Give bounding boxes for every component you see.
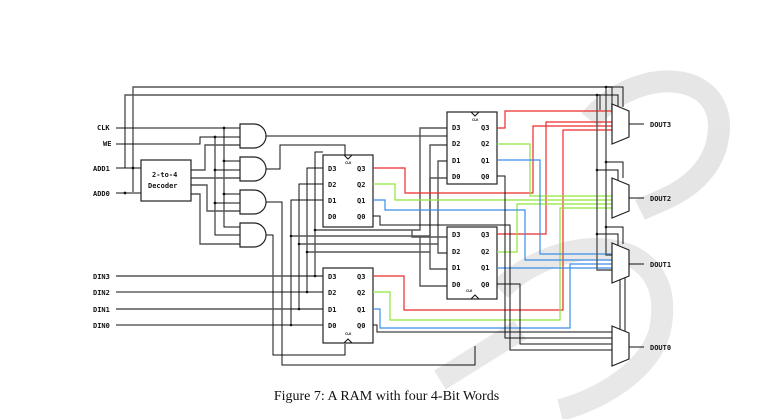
and-gates: [239, 112, 476, 366]
svg-text:D2: D2: [328, 181, 336, 189]
svg-text:D3: D3: [328, 165, 336, 173]
and-gate-2: [239, 156, 267, 182]
bit2-wires: [373, 143, 612, 321]
svg-text:D1: D1: [452, 157, 460, 165]
mux-3: [611, 103, 644, 145]
figure-caption: Figure 7: A RAM with four 4-Bit Words: [273, 389, 500, 404]
control-wires: [116, 126, 240, 245]
svg-text:D1: D1: [328, 197, 336, 205]
svg-text:D3: D3: [328, 273, 336, 281]
svg-text:Q1: Q1: [357, 197, 365, 205]
clk-label: CLK: [97, 124, 110, 132]
svg-text:CLK: CLK: [466, 289, 473, 293]
mux-1: [611, 242, 644, 284]
svg-text:Q0: Q0: [357, 322, 365, 330]
bit0-wires: [373, 175, 612, 351]
bit1-wires: [373, 159, 612, 329]
svg-text:Q2: Q2: [481, 248, 489, 256]
data-input-wires: [116, 127, 447, 327]
register-1: CLK D3 D2 D1 D0 Q3 Q2 Q1 Q0: [322, 154, 374, 228]
dout3-label: DOUT3: [650, 121, 671, 129]
address-bus-lines: [124, 86, 613, 192]
add1-label: ADD1: [93, 165, 110, 173]
svg-text:Q3: Q3: [481, 231, 489, 239]
svg-text:Q2: Q2: [481, 140, 489, 148]
svg-text:D3: D3: [452, 231, 460, 239]
svg-text:Q3: Q3: [481, 124, 489, 132]
mux-select-lines: [595, 85, 626, 340]
svg-text:CLK: CLK: [472, 118, 479, 122]
svg-text:Q0: Q0: [481, 173, 489, 181]
svg-text:Q3: Q3: [357, 273, 365, 281]
svg-text:Q0: Q0: [481, 281, 489, 289]
svg-text:Q1: Q1: [481, 157, 489, 165]
svg-text:D1: D1: [328, 306, 336, 314]
svg-text:D0: D0: [328, 322, 336, 330]
dout0-label: DOUT0: [650, 344, 671, 352]
svg-text:D3: D3: [452, 124, 460, 132]
and-gate-0: [239, 222, 267, 248]
mux-2: [611, 177, 644, 219]
dout2-label: DOUT2: [650, 195, 671, 203]
dout1-label: DOUT1: [650, 261, 671, 269]
svg-text:D0: D0: [328, 213, 336, 221]
svg-text:Q2: Q2: [357, 181, 365, 189]
register-2: CLK D3 D2 D1 D0 Q3 Q2 Q1 Q0: [446, 226, 498, 300]
mux-0: [611, 325, 644, 367]
svg-text:D2: D2: [452, 248, 460, 256]
we-label: WE: [103, 140, 111, 148]
svg-text:CLK: CLK: [345, 161, 352, 165]
decoder-label-line2: Decoder: [148, 182, 178, 190]
and-gate-1: [239, 189, 267, 215]
din3-label: DIN3: [93, 273, 110, 281]
svg-text:Q1: Q1: [357, 306, 365, 314]
svg-text:D2: D2: [328, 289, 336, 297]
bit3-wires: [373, 110, 612, 311]
din0-label: DIN0: [93, 322, 110, 330]
svg-text:Q3: Q3: [357, 165, 365, 173]
svg-text:Q1: Q1: [481, 264, 489, 272]
svg-text:D0: D0: [452, 173, 460, 181]
din1-label: DIN1: [93, 306, 110, 314]
decoder-label-line1: 2-to-4: [152, 171, 177, 179]
din2-label: DIN2: [93, 289, 110, 297]
svg-text:CLK: CLK: [345, 332, 352, 336]
svg-text:D2: D2: [452, 140, 460, 148]
svg-text:Q0: Q0: [357, 213, 365, 221]
register-3: CLK D3 D2 D1 D0 Q3 Q2 Q1 Q0: [446, 111, 498, 185]
register-0: CLK D3 D2 D1 D0 Q3 Q2 Q1 Q0: [322, 267, 374, 344]
and-gate-3: [239, 123, 267, 149]
decoder-2-to-4: 2-to-4 Decoder: [140, 159, 192, 202]
svg-text:D0: D0: [452, 281, 460, 289]
svg-text:D1: D1: [452, 264, 460, 272]
svg-text:Q2: Q2: [357, 289, 365, 297]
add0-label: ADD0: [93, 190, 110, 198]
